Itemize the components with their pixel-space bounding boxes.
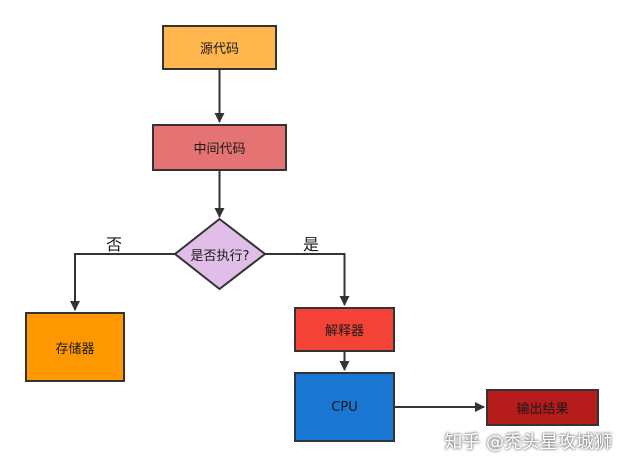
node-interpreter: 解释器 xyxy=(294,307,395,352)
node-source-code: 源代码 xyxy=(162,25,277,70)
edge-label-no: 否 xyxy=(106,235,123,254)
node-output-label: 输出结果 xyxy=(516,402,569,417)
decision-label: 是否执行? xyxy=(190,248,250,264)
edge-decision-to-storage xyxy=(70,253,175,311)
node-interpreter-label: 解释器 xyxy=(324,324,364,339)
node-cpu-label: CPU xyxy=(331,399,358,415)
node-intermediate-code-label: 中间代码 xyxy=(193,142,246,157)
watermark: 知乎 @秃头星攻城狮 xyxy=(444,432,612,453)
node-cpu: CPU xyxy=(294,372,395,442)
node-output: 输出结果 xyxy=(486,389,599,426)
decision-diamond xyxy=(173,217,267,291)
node-source-code-label: 源代码 xyxy=(199,42,239,57)
edge-label-yes: 是 xyxy=(303,235,320,254)
node-intermediate-code: 中间代码 xyxy=(152,124,287,171)
node-storage: 存储器 xyxy=(25,312,125,382)
edge-decision-to-interpreter xyxy=(265,253,350,306)
node-storage-label: 存储器 xyxy=(55,341,95,357)
